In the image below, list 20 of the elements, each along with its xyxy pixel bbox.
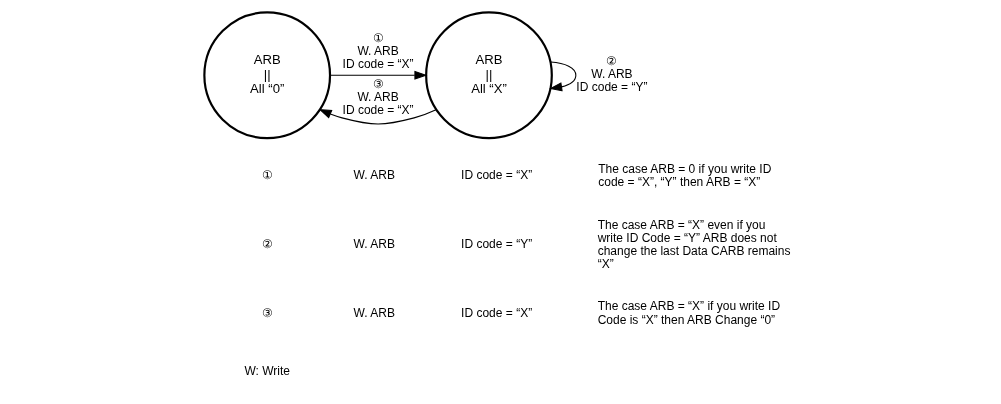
label: W. ARB [353, 237, 395, 252]
label: The case ARB = “X” if you write ID Code is “X” then ARB Change “0” [597, 299, 780, 327]
label: W. ARB [353, 306, 395, 321]
edge-label: ① W. ARB ID code = “X” [342, 31, 414, 72]
node-circle: ARB || All “X” [424, 11, 553, 140]
arrow [318, 109, 437, 125]
arrow [548, 61, 576, 92]
label: ID code = “X” [460, 168, 532, 183]
label: The case ARB = “X” even if you write ID Code = “Y” ARB does not change the last Data CARB remains “X” [597, 217, 790, 271]
label: ID code = “X” [460, 306, 532, 321]
label: The case ARB = 0 if you write ID code = “X”, “Y” then ARB = “X” [597, 161, 771, 189]
label: W. ARB [353, 168, 395, 183]
edge-label: ③ W. ARB ID code = “X” [342, 77, 414, 118]
label: ② [261, 237, 273, 252]
label: ID code = “Y” [460, 237, 532, 252]
arrow [329, 70, 427, 80]
label: ① [261, 168, 273, 183]
label: ③ [261, 306, 273, 321]
label: W: Write [243, 363, 290, 378]
edge-label: ② W. ARB ID code = “Y” [575, 54, 647, 95]
